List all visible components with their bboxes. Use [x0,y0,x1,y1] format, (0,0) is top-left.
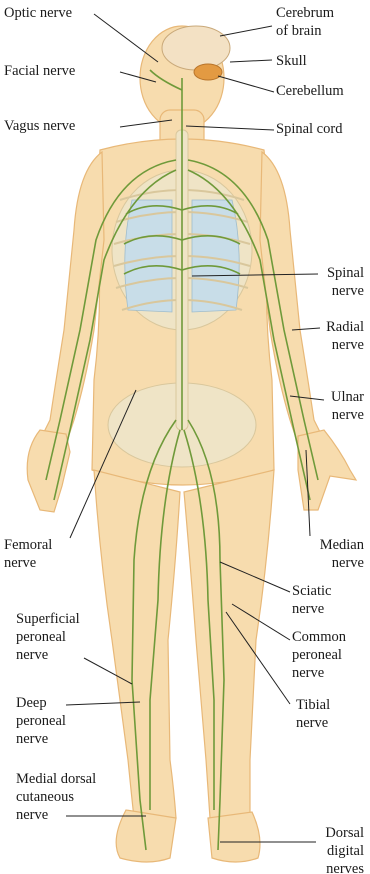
leader-cerebellum [218,76,274,92]
label-tibial-nerve: Tibial nerve [296,696,330,732]
label-cerebellum: Cerebellum [276,82,344,100]
label-femoral-nerve: Femoral nerve [4,536,52,572]
right-leg [184,470,274,818]
label-median-nerve: Median nerve [320,536,364,572]
leader-optic-nerve [94,14,158,62]
label-spinal-cord: Spinal cord [276,120,342,138]
cerebellum-shape [194,64,222,80]
right-foot [208,812,260,862]
label-common-peroneal: Common peroneal nerve [292,628,346,682]
label-ulnar-nerve: Ulnar nerve [331,388,364,424]
label-facial-nerve: Facial nerve [4,62,75,80]
label-superficial-peroneal: Superficial peroneal nerve [16,610,80,664]
label-cerebrum: Cerebrum of brain [276,4,334,40]
label-optic-nerve: Optic nerve [4,4,72,22]
label-vagus-nerve: Vagus nerve [4,117,75,135]
label-medial-dorsal: Medial dorsal cutaneous nerve [16,770,96,824]
label-deep-peroneal: Deep peroneal nerve [16,694,66,748]
left-foot [116,810,176,862]
label-dorsal-digital: Dorsal digital nerves [325,824,364,874]
leader-skull [230,60,272,62]
label-sciatic-nerve: Sciatic nerve [292,582,331,618]
cerebrum-shape [162,26,230,70]
leader-cerebrum [220,26,272,36]
label-skull: Skull [276,52,307,70]
label-spinal-nerve: Spinal nerve [327,264,364,300]
label-radial-nerve: Radial nerve [326,318,364,354]
